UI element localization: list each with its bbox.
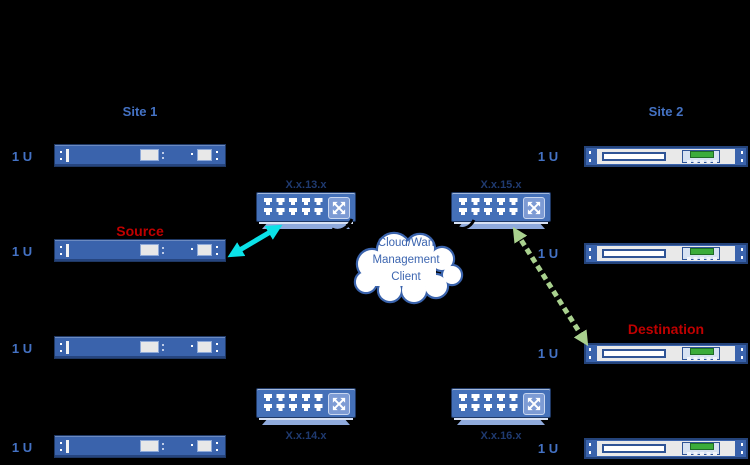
source-label: Source xyxy=(116,223,164,239)
site2-server-2 xyxy=(584,243,748,264)
site1-server-4 xyxy=(54,435,226,458)
site2-server-3-destination xyxy=(584,343,748,364)
switch-x13 xyxy=(256,192,356,229)
cloud-label: Cloud/Wan Management Client xyxy=(372,237,440,283)
site2-label: Site 2 xyxy=(648,104,684,119)
rack-unit-label: 1 U xyxy=(11,244,33,259)
cloud-shape xyxy=(353,231,464,305)
site1-server-3 xyxy=(54,336,226,359)
site1-server-1 xyxy=(54,144,226,167)
crossover-icon xyxy=(328,197,350,219)
rack-unit-label: 1 U xyxy=(11,341,33,356)
site2-server-1 xyxy=(584,146,748,167)
switch-x15-label: X.x.15.x xyxy=(480,179,522,191)
switch-x16-label: X.x.16.x xyxy=(480,430,522,442)
crossover-icon xyxy=(328,393,350,415)
switch-x16 xyxy=(451,388,551,425)
destination-label: Destination xyxy=(627,321,705,337)
ethernet-ports xyxy=(451,388,551,418)
rack-unit-label: 1 U xyxy=(537,149,559,164)
rack-unit-label: 1 U xyxy=(11,149,33,164)
switch-x13-label: X.x.13.x xyxy=(285,179,327,191)
crossover-icon xyxy=(523,197,545,219)
ethernet-ports xyxy=(256,192,356,222)
crossover-icon xyxy=(523,393,545,415)
switch-x14-label: X.x.14.x xyxy=(285,430,327,442)
rack-unit-label: 1 U xyxy=(537,346,559,361)
switch-x15 xyxy=(451,192,551,229)
rack-unit-label: 1 U xyxy=(537,441,559,456)
rack-unit-label: 1 U xyxy=(537,246,559,261)
source-link-arrow xyxy=(227,224,283,258)
switch-x14 xyxy=(256,388,356,425)
site2-server-4 xyxy=(584,438,748,459)
site1-label: Site 1 xyxy=(122,104,158,119)
ethernet-ports xyxy=(256,388,356,418)
ethernet-ports xyxy=(451,192,551,222)
rack-unit-label: 1 U xyxy=(11,440,33,455)
site1-server-2-source xyxy=(54,239,226,262)
